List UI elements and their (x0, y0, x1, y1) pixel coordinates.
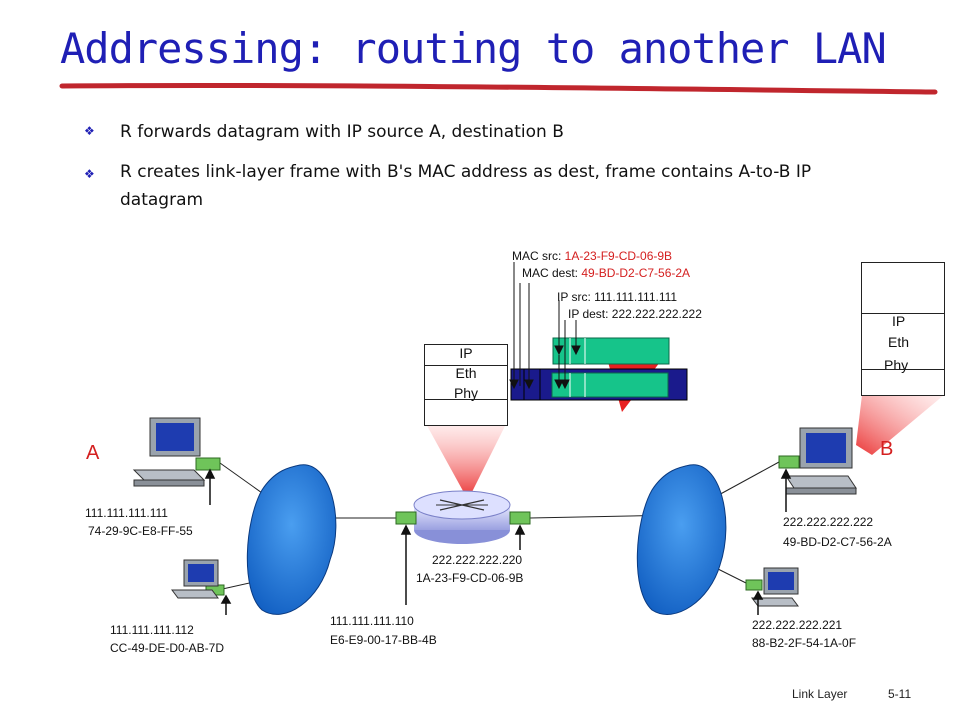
host-b-mac: 49-BD-D2-C7-56-2A (783, 535, 892, 549)
stack-layer-ip: IP (892, 313, 906, 329)
footer-chapter: Link Layer (792, 687, 848, 701)
stack-layer-phy: Phy (453, 385, 479, 401)
host-a-computer-icon (132, 417, 206, 487)
adapter-host-b-icon (778, 455, 800, 469)
adapter-router-right-icon (509, 511, 531, 525)
page-title: Addressing: routing to another LAN (60, 24, 887, 73)
host-a2-mac: CC-49-DE-D0-AB-7D (110, 641, 225, 655)
mac-src-label: MAC src: 1A-23-F9-CD-06-9B (512, 249, 673, 263)
host-b-protocol-stack: IP Eth Phy (861, 262, 945, 396)
host-b-label: B (880, 438, 894, 460)
router-protocol-stack: IP Eth Phy (424, 344, 508, 426)
stack-layer-eth: Eth (455, 365, 477, 381)
router-left-mac: E6-E9-00-17-BB-4B (330, 633, 437, 647)
bullet-1: ❖ R forwards datagram with IP source A, … (84, 122, 900, 142)
mac-dest-label: MAC dest: 49-BD-D2-C7-56-2A (522, 266, 691, 280)
stack-layer-eth: Eth (888, 334, 910, 350)
router-icon (413, 490, 511, 544)
ip-datagram (552, 337, 670, 365)
bullet-text: R creates link-layer frame with B's MAC … (120, 162, 812, 210)
host-b2-computer-icon (751, 567, 799, 607)
host-a-mac: 74-29-9C-E8-FF-55 (88, 524, 193, 538)
adapter-router-left-icon (395, 511, 417, 525)
adapter-host-b2-icon (745, 579, 763, 591)
host-a-ip: 111.111.111.111 (85, 506, 168, 520)
router-right-mac: 1A-23-F9-CD-06-9B (416, 571, 524, 585)
ip-dest-label: IP dest: 222.222.222.222 (568, 307, 702, 321)
host-b-computer-icon (785, 427, 857, 495)
host-a-label: A (86, 442, 100, 464)
host-a2-computer-icon (171, 559, 219, 599)
bullet-2: ❖ R creates link-layer frame with B's MA… (84, 158, 890, 214)
host-b2-mac: 88-B2-2F-54-1A-0F (752, 636, 857, 650)
host-a2-ip: 111.111.111.112 (110, 623, 194, 637)
bullet-diamond-icon: ❖ (84, 167, 95, 181)
router-left-ip: 111.111.111.110 (330, 614, 414, 628)
router-right-ip: 222.222.222.220 (432, 553, 523, 567)
lan-cloud-right (636, 464, 727, 615)
bullet-diamond-icon: ❖ (84, 124, 95, 138)
router-stack-beam (425, 422, 507, 500)
ip-src-label: IP src: 111.111.111.111 (557, 290, 678, 304)
host-b2-ip: 222.222.222.221 (752, 618, 843, 632)
adapter-host-a-icon (195, 457, 221, 471)
hostb-stack-beam (856, 395, 944, 455)
host-b-ip: 222.222.222.222 (783, 515, 874, 529)
lan-cloud-left (246, 464, 337, 615)
bullet-text: R forwards datagram with IP source A, de… (120, 122, 564, 142)
footer-page-number: 5-11 (888, 687, 912, 701)
stack-layer-ip: IP (459, 345, 473, 361)
link-layer-frame (510, 368, 688, 401)
stack-layer-phy: Phy (884, 357, 909, 373)
